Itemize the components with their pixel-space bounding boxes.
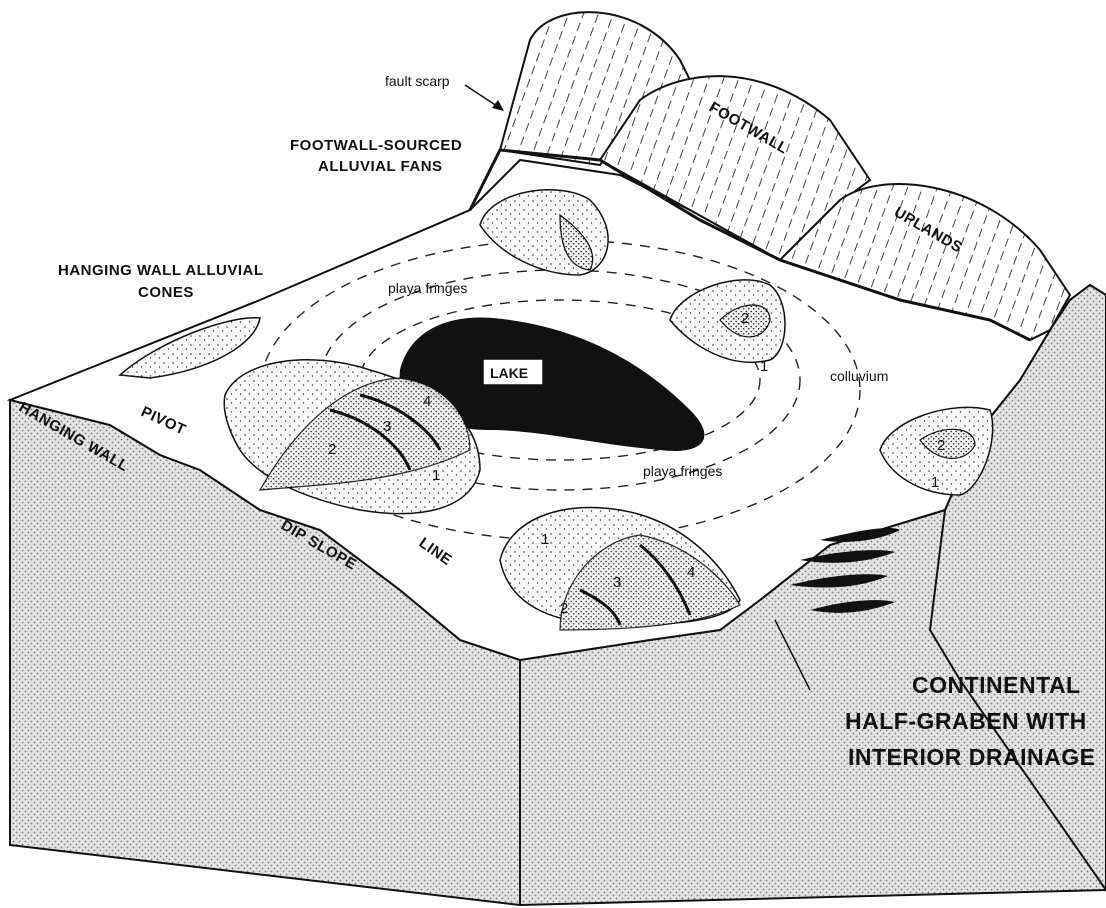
left-fan-number: 2 [328,441,336,458]
fan-numbers: 1 2 3 4 1 2 3 4 1 2 1 2 [328,310,945,617]
hanging-wall-cone [118,317,261,379]
footwall-fan-mid [669,279,786,363]
title-line-3: INTERIOR DRAINAGE [848,744,1095,770]
left-fan-number: 1 [432,467,440,484]
label-playa-fringes-bottom: playa fringes [643,463,722,479]
title-line-1: CONTINENTAL [912,672,1081,698]
fault-scarp-arrow [464,84,501,109]
fault-scarp-line [468,148,1031,342]
footwall-fan-right-number: 1 [931,474,939,491]
label-hanging-cones-2: CONES [138,284,194,301]
footwall-block-3 [778,183,1072,342]
subsurface-lenses [790,528,900,613]
footwall-fan-mid-number: 1 [760,358,768,375]
footwall-fan-mid-number: 2 [741,310,749,327]
label-footwall-fans-1: FOOTWALL-SOURCED [290,137,462,154]
fault-trace [774,619,811,691]
footwall-fan-top [479,189,609,276]
footwall-fan-right-number: 2 [937,437,945,454]
front-fan-number: 2 [560,600,568,617]
front-fan [499,506,741,631]
footwall-block-1 [498,11,692,167]
title-line-2: HALF-GRABEN WITH [845,708,1087,734]
front-fan-number: 1 [541,531,549,548]
left-fan-number: 4 [423,393,431,410]
footwall-uplands [468,11,1072,342]
lake [399,317,705,451]
label-hanging-cones-1: HANGING WALL ALLUVIAL [58,262,264,279]
left-fan-number: 3 [383,418,391,435]
label-footwall-fans-2: ALLUVIAL FANS [318,158,443,175]
label-playa-fringes-top: playa fringes [388,280,467,296]
label-colluvium: colluvium [830,368,888,384]
label-lake: LAKE [490,365,528,381]
footwall-block-2 [598,75,872,262]
fault-scarp-arrowhead [492,100,504,111]
hanging-wall-fan-left [223,359,481,515]
front-fan-number: 4 [687,564,695,581]
lake-label-box [482,358,544,386]
label-fault-scarp: fault scarp [385,73,450,89]
footwall-fan-right [879,406,994,496]
front-fan-number: 3 [613,574,621,591]
